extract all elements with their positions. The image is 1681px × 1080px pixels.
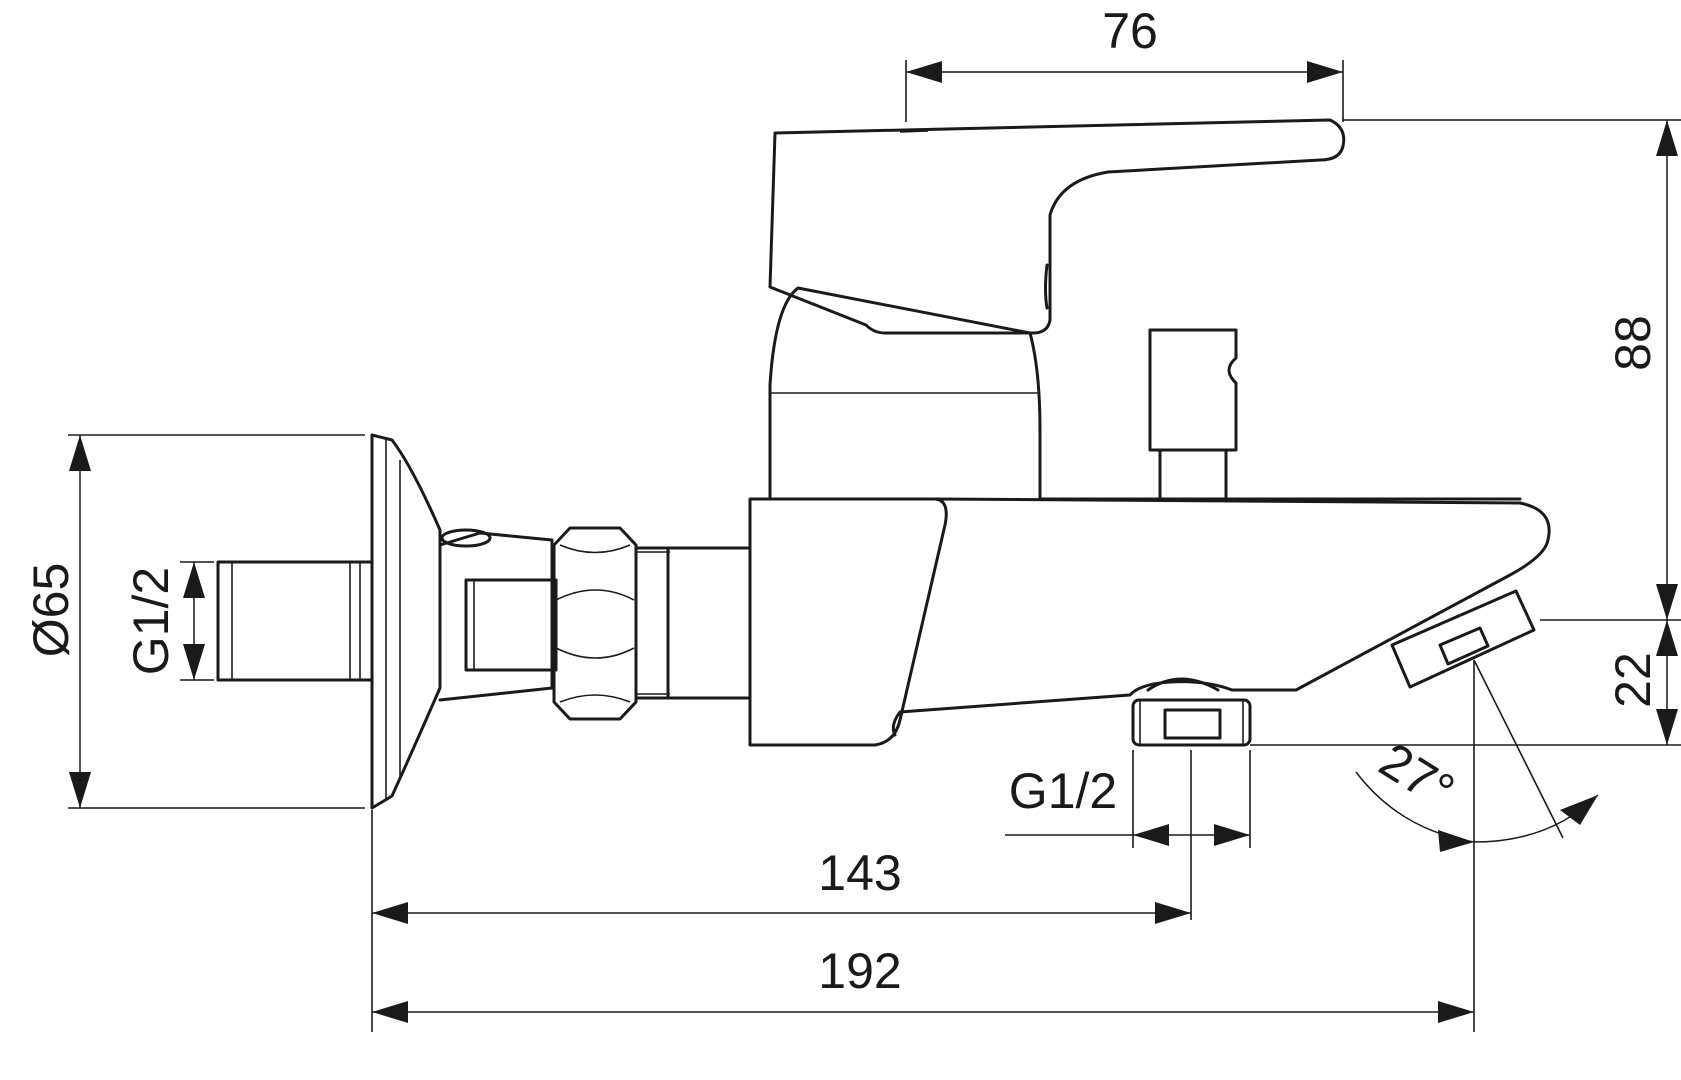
aerator: [1390, 589, 1536, 689]
eccentric-connector: [438, 531, 554, 702]
cartridge-column: [768, 286, 1042, 501]
wall-flange: [370, 433, 442, 810]
dim-inlet-thread: G1/2: [123, 567, 179, 675]
dim-outlet-distance: 143: [818, 845, 901, 901]
spout: [891, 497, 1551, 737]
hex-nut: [552, 526, 638, 721]
dim-wall-plate-diameter: Ø65: [23, 563, 79, 658]
dim-total-height: 88: [1605, 315, 1661, 371]
diverter-knob[interactable]: [1148, 328, 1238, 501]
dimension-lines: [68, 60, 1681, 1032]
dim-spout-height: 22: [1605, 652, 1661, 708]
dim-total-length: 192: [818, 943, 901, 999]
lever-handle[interactable]: [768, 118, 1346, 335]
dim-lever-width: 76: [1102, 3, 1158, 59]
inlet-stub: [216, 560, 374, 682]
faucet-body: [216, 118, 1551, 810]
bottom-outlet: [1131, 677, 1252, 747]
main-body: [748, 497, 948, 747]
dim-outlet-thread: G1/2: [1009, 763, 1117, 819]
